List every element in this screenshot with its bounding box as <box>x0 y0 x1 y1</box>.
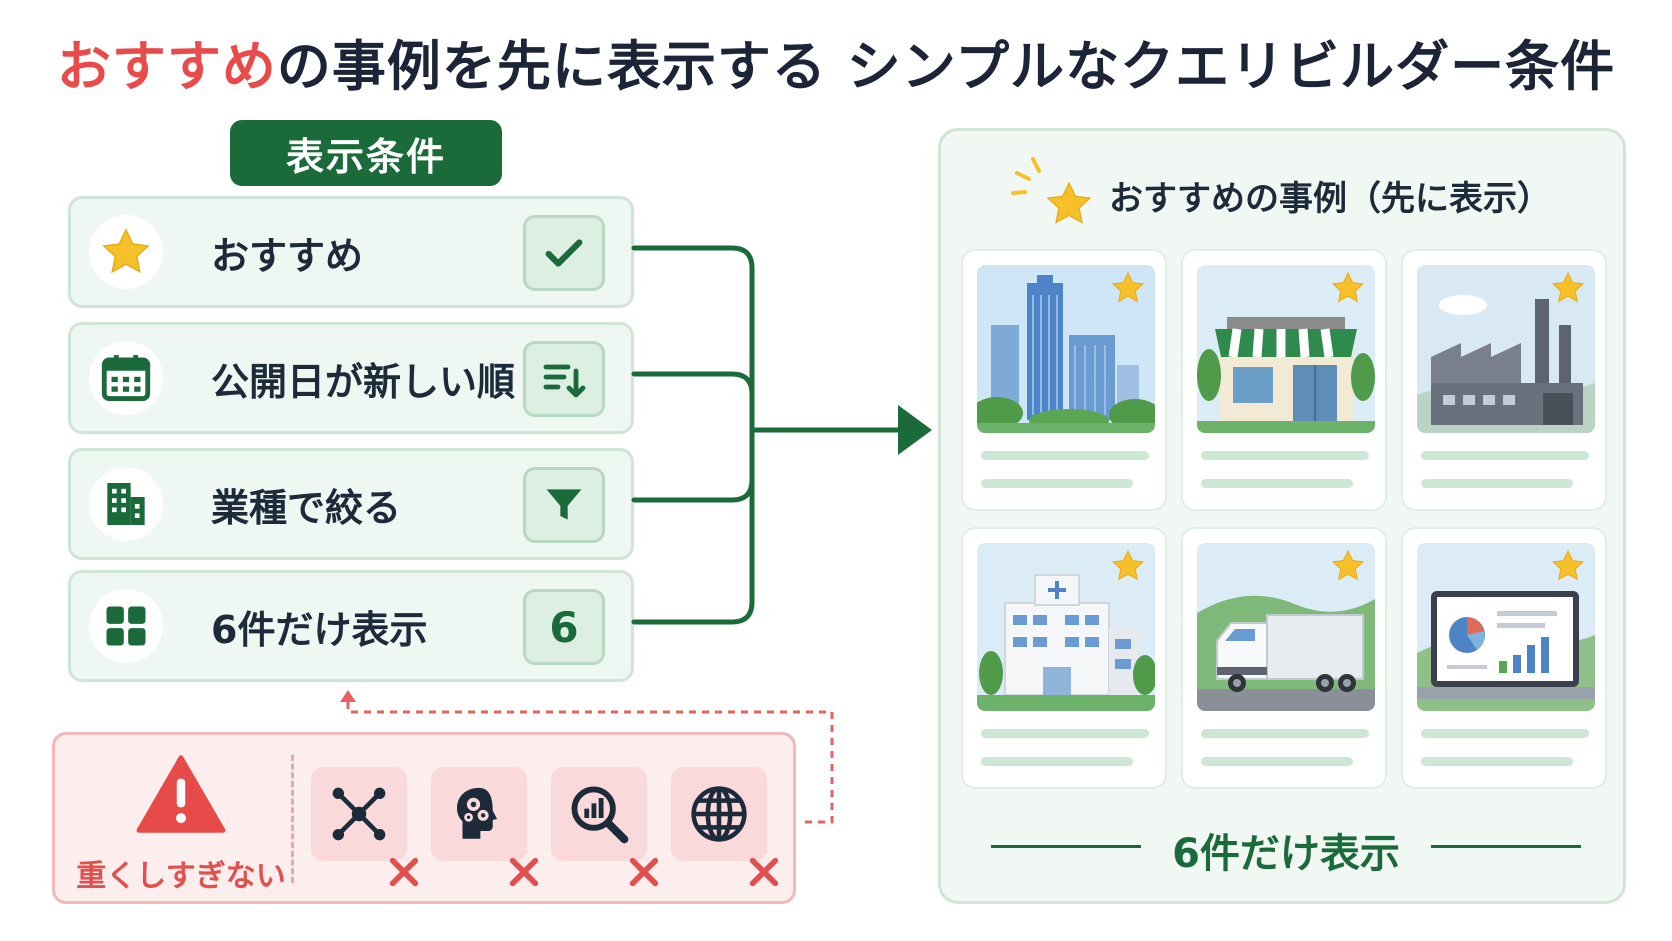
storefront-icon <box>1197 265 1375 433</box>
case-card[interactable] <box>961 249 1167 511</box>
card-text-placeholder <box>981 479 1133 488</box>
page-title: おすすめの事例を先に表示する シンプルなクエリビルダー条件 <box>0 22 1672 101</box>
calendar-icon <box>89 341 163 415</box>
results-footer: 6件だけ表示 <box>991 821 1581 877</box>
excluded-search-analytics <box>551 767 659 887</box>
star-icon <box>1551 549 1585 581</box>
filter-icon[interactable] <box>523 467 605 543</box>
condition-newest-first[interactable]: 公開日が新しい順 <box>68 322 634 434</box>
card-text-placeholder <box>981 729 1149 738</box>
conditions-header: 表示条件 <box>230 120 502 186</box>
case-card[interactable] <box>1181 527 1387 789</box>
star-icon <box>1331 549 1365 581</box>
recommended-results-panel: おすすめの事例（先に表示） <box>938 128 1626 904</box>
warning-label: 重くしすぎない <box>76 859 286 894</box>
ai-brain-gears-icon <box>457 787 498 839</box>
footer-divider-left <box>991 845 1141 848</box>
case-card[interactable] <box>1401 527 1607 789</box>
card-text-placeholder <box>981 451 1149 460</box>
warning-box: 重くしすぎない <box>52 732 796 904</box>
globe-icon <box>691 786 747 842</box>
card-text-placeholder <box>1201 729 1369 738</box>
card-text-placeholder <box>1201 757 1353 766</box>
close-icon <box>749 857 779 887</box>
condition-label: 6件だけ表示 <box>211 607 428 652</box>
warning-divider <box>291 755 294 883</box>
network-icon <box>332 787 386 841</box>
search-analytics-icon <box>571 786 629 844</box>
case-card[interactable] <box>1401 249 1607 511</box>
case-card[interactable] <box>1181 249 1387 511</box>
excluded-ai <box>431 767 539 887</box>
grid-icon <box>89 589 163 663</box>
limit-value[interactable]: 6 <box>523 589 605 665</box>
footer-label: 6件だけ表示 <box>1172 831 1400 877</box>
office-buildings-icon <box>977 265 1155 433</box>
sort-descending-icon[interactable] <box>523 341 605 417</box>
card-text-placeholder <box>1201 451 1369 460</box>
card-text-placeholder <box>1421 479 1573 488</box>
sparkle-star-icon <box>1011 157 1092 224</box>
card-text-placeholder <box>1421 729 1589 738</box>
star-icon <box>1551 271 1585 303</box>
building-icon <box>89 467 163 541</box>
case-card[interactable] <box>961 527 1167 789</box>
close-icon <box>389 857 419 887</box>
condition-limit-six[interactable]: 6件だけ表示 6 <box>68 570 634 682</box>
panel-title: おすすめの事例（先に表示） <box>1109 179 1551 219</box>
star-icon <box>1331 271 1365 303</box>
warning-icon <box>136 755 226 833</box>
delivery-truck-icon <box>1197 543 1375 711</box>
excluded-globe <box>671 767 779 887</box>
condition-label: 業種で絞る <box>211 485 402 530</box>
excluded-network <box>311 767 419 887</box>
condition-recommended[interactable]: おすすめ <box>68 196 634 308</box>
arrow-right-icon <box>898 405 932 455</box>
title-accent: おすすめ <box>56 35 277 98</box>
title-rest: の事例を先に表示する シンプルなクエリビルダー条件 <box>276 35 1616 98</box>
star-icon <box>89 215 163 289</box>
card-text-placeholder <box>1201 479 1353 488</box>
card-text-placeholder <box>1421 757 1573 766</box>
footer-divider-right <box>1431 845 1581 848</box>
condition-label: 公開日が新しい順 <box>211 359 516 404</box>
close-icon <box>629 857 659 887</box>
check-icon[interactable] <box>523 215 605 291</box>
star-icon <box>1111 549 1145 581</box>
card-text-placeholder <box>1421 451 1589 460</box>
card-text-placeholder <box>981 757 1133 766</box>
star-icon <box>1111 271 1145 303</box>
condition-industry-filter[interactable]: 業種で絞る <box>68 448 634 560</box>
arrow-up-icon <box>340 690 356 702</box>
condition-label: おすすめ <box>211 233 364 278</box>
factory-icon <box>1417 265 1595 433</box>
close-icon <box>509 857 539 887</box>
